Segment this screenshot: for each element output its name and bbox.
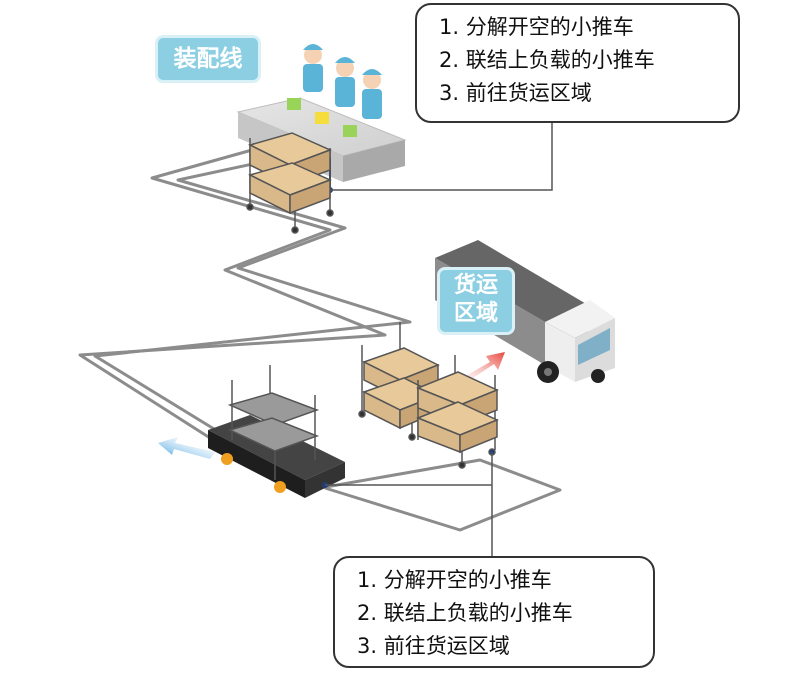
agv-route-path — [78, 148, 562, 532]
freight-area-label: 货运 区域 — [440, 270, 512, 332]
callout-step-1: 1. 分解开空的小推车 — [357, 568, 552, 592]
callout-step-2: 2. 联结上负载的小推车 — [357, 601, 573, 625]
cart-icon — [227, 365, 320, 480]
callout-leader-lines — [325, 123, 553, 556]
callout-step-2: 2. 联结上负载的小推车 — [439, 48, 655, 72]
callout-step-1: 1. 分解开空的小推车 — [439, 15, 634, 39]
callout-bottom: 1. 分解开空的小推车 2. 联结上负载的小推车 3. 前往货运区域 — [333, 556, 655, 668]
cart-icon — [246, 132, 334, 234]
cart-icon — [415, 355, 499, 469]
freight-area-label-line1: 货运 — [453, 273, 498, 298]
part-boxes — [287, 98, 357, 137]
worker-icon — [362, 69, 382, 119]
direction-arrow-icon — [158, 437, 215, 459]
assembly-line-label: 装配线 — [158, 38, 258, 80]
worker-icon — [303, 44, 323, 92]
callout-step-3: 3. 前往货运区域 — [357, 634, 510, 658]
freight-area-label-line2: 区域 — [453, 301, 498, 326]
callout-top: 1. 分解开空的小推车 2. 联结上负载的小推车 3. 前往货运区域 — [415, 3, 740, 123]
worker-icon — [335, 57, 355, 107]
callout-step-3: 3. 前往货运区域 — [439, 81, 592, 105]
